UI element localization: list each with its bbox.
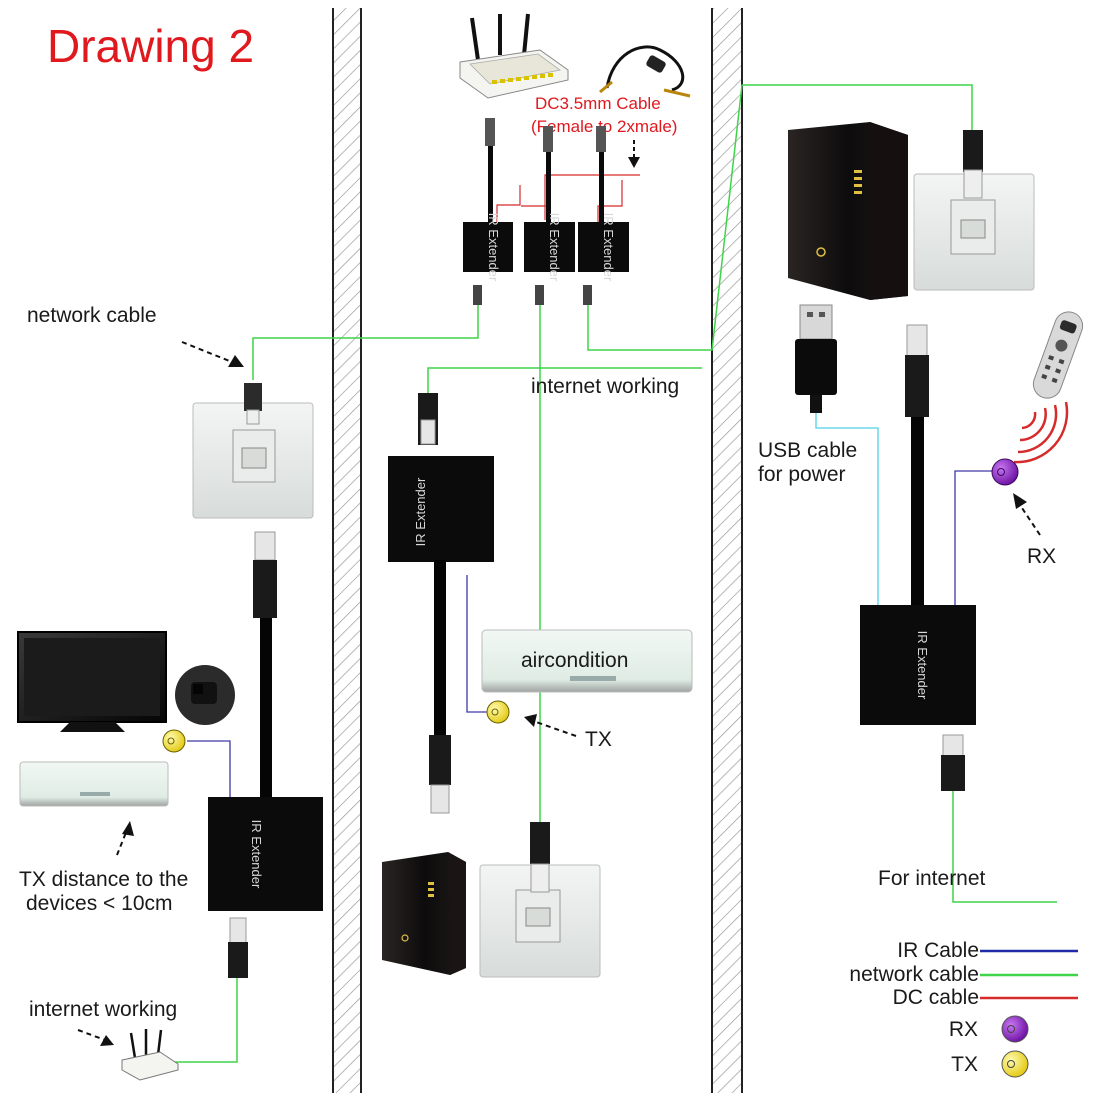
internet-working-label-mid: internet working [531,375,679,398]
dc-cable-lines [496,174,640,222]
extender-cable-2 [543,126,553,224]
ir-extender-left-label: IR Extender [249,820,264,889]
wall-plate-left [192,383,314,519]
ir-extender-right-label: IR Extender [915,631,930,700]
diagram-title: Drawing 2 [47,20,254,72]
ir-extender-left: IR Extender [208,531,323,978]
extender-box-1 [463,222,513,272]
legend-item-network-cable: network cable [849,963,1078,986]
ir-extender-trio: IR Extender IR Extender IR Extender [463,118,629,305]
svg-text:IR Extender: IR Extender [601,213,616,282]
tx-arrow-middle [524,714,577,737]
internet-working-label-bottom: internet working [29,998,177,1021]
network-cable-lines [150,84,1057,1063]
usb-plug-icon [795,304,837,413]
usb-cable-line [815,412,879,606]
usb-cable-label-line2: for power [758,463,846,486]
ir-extender-middle-label: IR Extender [413,477,428,546]
tx-label-middle: TX [585,728,612,751]
rx-receiver-right [991,458,1019,486]
tx-distance-label-line1: TX distance to the [19,868,188,891]
dc-cable-arrow [628,140,640,168]
svg-text:IR Extender: IR Extender [547,213,562,282]
legend-label: RX [949,1018,978,1041]
tv-ir-sensor-inset [175,665,235,725]
tv-icon [17,631,167,732]
pc-tower-middle [382,852,466,975]
dc-cable-accessory [599,45,691,98]
router-icon-bottom [121,1029,179,1081]
rx-arrow [1013,493,1041,536]
legend-label: DC cable [893,986,979,1009]
legend-item-tx: TX [951,1050,1029,1078]
tx-emitter-middle [486,700,510,724]
dc-cable-label-line1: DC3.5mm Cable [535,94,661,113]
ir-extender-right: IR Extender [860,324,976,791]
tx-distance-label-line2: devices < 10cm [26,892,173,915]
usb-cable-label-line1: USB cable [758,439,857,462]
rx-label: RX [1027,545,1056,568]
for-internet-label: For internet [878,867,986,890]
wall-right [711,8,743,1093]
remote-control-icon [1032,311,1084,399]
extender-box-2 [524,222,575,272]
ir-extender-middle: IR Extender [388,393,494,814]
wall-left [332,8,362,1093]
pc-tower-right [788,122,908,300]
network-cable-label: network cable [27,304,157,327]
legend-label: TX [951,1053,978,1076]
aircondition-left-icon [19,761,169,807]
legend-label: IR Cable [897,939,979,962]
legend-label: network cable [849,963,979,986]
svg-text:IR Extender: IR Extender [486,213,501,282]
legend-item-dc-cable: DC cable [893,986,1078,1009]
extender-cable-3 [596,126,606,224]
aircondition-middle-icon [481,629,693,693]
extender-cable-1 [485,118,495,224]
wall-plate-middle-bottom [479,822,601,978]
network-cable-arrow [181,341,244,367]
tx-distance-arrow [116,821,134,856]
extender-box-3 [578,222,629,272]
wall-plate-right [913,130,1035,291]
aircondition-label: aircondition [521,649,628,672]
ir-cable-lines [187,470,993,800]
router-icon-top [459,13,569,99]
tx-emitter-left [162,729,186,753]
legend-item-rx: RX [949,1015,1029,1043]
ir-signal-waves-icon [1013,401,1069,464]
internet-working-arrow [77,1029,114,1046]
legend-item-ir-cable: IR Cable [897,939,1078,962]
